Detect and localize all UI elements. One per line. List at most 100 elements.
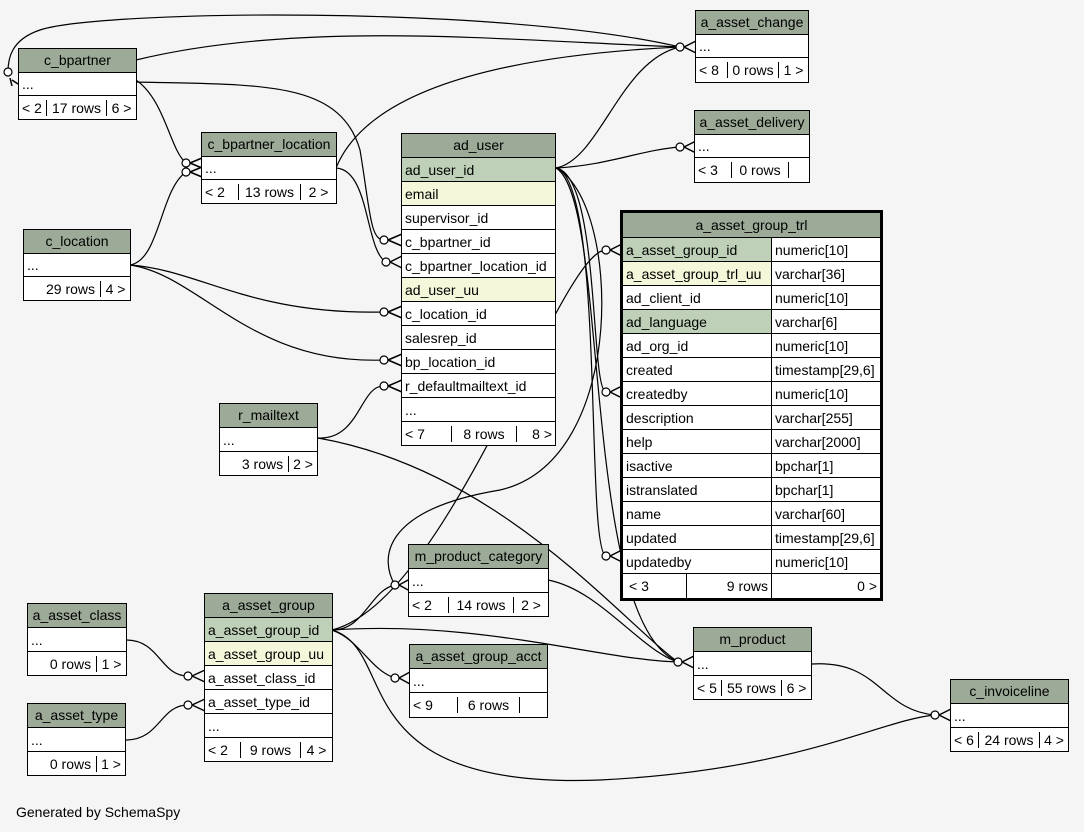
- table-title: a_asset_type: [28, 704, 125, 728]
- parents-count[interactable]: < 3: [695, 162, 732, 178]
- children-count[interactable]: 0 >: [857, 578, 877, 594]
- column-type: numeric[10]: [775, 385, 849, 402]
- relationship-line: [129, 171, 187, 266]
- column-row: a_asset_group_uu: [205, 642, 332, 666]
- table-c-bpartner-location[interactable]: c_bpartner_location ... < 2 13 rows 2 >: [201, 132, 337, 204]
- table-title: ad_user: [402, 134, 555, 158]
- relationship-end-marker: [601, 551, 611, 561]
- table-a-asset-change[interactable]: a_asset_change ... < 8 0 rows 1 >: [695, 10, 809, 83]
- table-c-invoiceline[interactable]: c_invoiceline ... < 6 24 rows 4 >: [950, 679, 1069, 752]
- row-count: 17 rows: [47, 99, 107, 116]
- row-count: 9 rows: [687, 574, 772, 598]
- table-a-asset-group-acct[interactable]: a_asset_group_acct ... < 9 6 rows: [409, 644, 548, 718]
- column-row: name varchar[60]: [623, 502, 880, 526]
- column-name: help: [623, 430, 772, 453]
- table-c-bpartner[interactable]: c_bpartner ... < 2 17 rows 6 >: [18, 48, 137, 120]
- row-count: 13 rows: [239, 183, 301, 200]
- children-count[interactable]: 6 >: [111, 99, 132, 116]
- column-row: ad_client_id numeric[10]: [623, 286, 880, 310]
- parents-count[interactable]: < 2: [19, 99, 47, 116]
- children-count[interactable]: 8 >: [532, 425, 552, 442]
- relationship-line: [387, 167, 603, 586]
- children-count[interactable]: 1 >: [101, 655, 122, 672]
- column-row: ad_user_uu: [402, 278, 555, 302]
- parents-count[interactable]: < 9: [410, 697, 458, 713]
- crows-foot: [191, 698, 206, 712]
- children-count[interactable]: 4 >: [105, 280, 126, 297]
- relationship-end-marker: [930, 710, 940, 720]
- parents-count[interactable]: < 2: [409, 596, 449, 613]
- table-footer: 29 rows 4 >: [24, 277, 130, 300]
- parents-count[interactable]: < 2: [202, 183, 239, 200]
- relationship-line: [129, 264, 385, 361]
- relationship-line: [555, 167, 607, 393]
- table-ad-user[interactable]: ad_user ad_user_id email supervisor_id c…: [401, 133, 556, 446]
- children-count[interactable]: 2 >: [293, 455, 313, 472]
- column-name: istranslated: [623, 478, 772, 501]
- table-c-location[interactable]: c_location ... 29 rows 4 >: [23, 229, 131, 301]
- column-row: help varchar[2000]: [623, 430, 880, 454]
- column-row: a_asset_group_trl_uu varchar[36]: [623, 262, 880, 286]
- parents-count[interactable]: < 2: [205, 741, 241, 758]
- children-count[interactable]: 1 >: [783, 62, 804, 78]
- column-row: a_asset_group_id: [205, 618, 332, 642]
- parents-count[interactable]: < 7: [402, 425, 452, 442]
- relationship-end-marker: [183, 700, 193, 710]
- children-count[interactable]: 4 >: [306, 741, 327, 758]
- relationship-end-marker: [181, 158, 191, 168]
- column-row: updated timestamp[29,6]: [623, 526, 880, 550]
- relationship-end-marker: [379, 355, 389, 365]
- column-row: ...: [402, 398, 555, 422]
- column-row: createdby numeric[10]: [623, 382, 880, 406]
- parents-count[interactable]: < 8: [696, 62, 728, 78]
- column-name: isactive: [623, 454, 772, 477]
- children-count[interactable]: 1 >: [101, 755, 121, 772]
- table-a-asset-class[interactable]: a_asset_class ... 0 rows 1 >: [27, 603, 127, 676]
- relationship-line: [555, 146, 681, 169]
- column-row: ...: [695, 135, 809, 158]
- children-count[interactable]: 4 >: [1044, 731, 1064, 748]
- column-row: ...: [220, 428, 317, 452]
- table-title: m_product: [694, 628, 811, 652]
- table-a-asset-group[interactable]: a_asset_group a_asset_group_id a_asset_g…: [204, 593, 333, 762]
- table-footer: 0 rows 1 >: [28, 652, 126, 675]
- relationship-end-marker: [673, 657, 683, 667]
- column-row: ...: [951, 704, 1068, 728]
- parents-count[interactable]: < 6: [951, 731, 979, 748]
- relationship-line: [331, 629, 936, 782]
- table-footer: 3 rows 2 >: [220, 452, 317, 475]
- crows-foot: [389, 255, 403, 269]
- table-footer: < 3 0 rows: [695, 158, 809, 182]
- relationship-line: [811, 663, 936, 716]
- table-a-asset-group-trl[interactable]: a_asset_group_trl a_asset_group_id numer…: [620, 210, 883, 601]
- children-count[interactable]: 6 >: [786, 679, 807, 696]
- table-title: a_asset_delivery: [695, 111, 809, 135]
- table-r-mailtext[interactable]: r_mailtext ... 3 rows 2 >: [219, 403, 318, 476]
- relationship-line: [547, 579, 679, 663]
- column-row: ...: [19, 73, 136, 96]
- table-m-product[interactable]: m_product ... < 5 55 rows 6 >: [693, 627, 812, 700]
- children-count[interactable]: 2 >: [521, 596, 541, 613]
- crows-foot: [681, 655, 695, 669]
- relationship-end-marker: [675, 142, 685, 152]
- column-row: ...: [696, 35, 808, 58]
- column-row: salesrep_id: [402, 326, 555, 350]
- table-m-product-category[interactable]: m_product_category ... < 2 14 rows 2 >: [408, 544, 549, 617]
- relationship-end-marker: [601, 245, 611, 255]
- row-count: 6 rows: [458, 697, 520, 713]
- parents-count[interactable]: < 5: [694, 679, 722, 696]
- crows-foot: [189, 157, 203, 178]
- row-count: 0 rows: [728, 62, 779, 78]
- column-name: name: [623, 502, 772, 525]
- row-count: 8 rows: [452, 425, 517, 442]
- relationship-line: [135, 35, 681, 61]
- relationship-line: [335, 46, 681, 169]
- table-a-asset-delivery[interactable]: a_asset_delivery ... < 3 0 rows: [694, 110, 810, 183]
- table-title: a_asset_group_acct: [410, 645, 547, 669]
- parents-count[interactable]: < 3: [623, 574, 687, 598]
- table-a-asset-type[interactable]: a_asset_type ... 0 rows 1 >: [27, 703, 126, 776]
- relationship-line: [129, 264, 385, 313]
- children-count[interactable]: 2 >: [308, 183, 329, 200]
- table-title: c_invoiceline: [951, 680, 1068, 704]
- column-row: ...: [24, 254, 130, 277]
